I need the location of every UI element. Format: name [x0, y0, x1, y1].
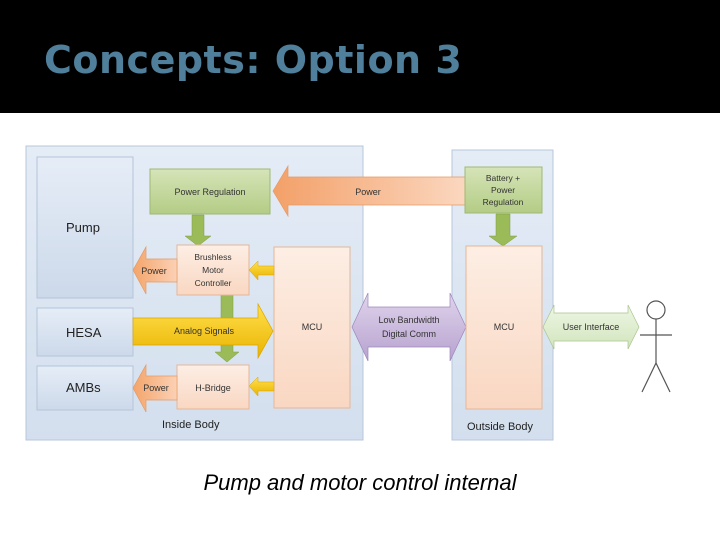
- control-arrow-to-controller: [248, 260, 275, 281]
- mcu-inside-label: MCU: [302, 322, 323, 332]
- power-to-pump-label: Power: [141, 266, 167, 276]
- mcu-outside-block: [465, 245, 543, 410]
- pump-block: [36, 156, 134, 299]
- low-bandwidth-comm-arrow: [351, 292, 467, 362]
- inside-body-label: Inside Body: [162, 419, 220, 431]
- outside-body-label: Outside Body: [467, 421, 534, 433]
- hesa-block: [36, 307, 134, 357]
- analog-signals-label: Analog Signals: [174, 326, 235, 336]
- battery-line-3: Regulation: [483, 197, 524, 207]
- power-regulation-block: [149, 168, 271, 215]
- bmc-line-3: Controller: [195, 278, 232, 288]
- h-bridge-block: [176, 364, 250, 410]
- hesa-label: HESA: [66, 325, 102, 340]
- battery-line-2: Power: [491, 185, 515, 195]
- low-bandwidth-line-2: Digital Comm: [382, 329, 436, 339]
- power-main-label: Power: [355, 187, 381, 197]
- slide-caption: Pump and motor control internal: [203, 470, 517, 495]
- power-down-arrow-to-mcu-outside: [488, 213, 518, 247]
- battery-power-regulation-block: [464, 166, 543, 214]
- ambs-label: AMBs: [66, 380, 101, 395]
- slide-title: Concepts: Option 3: [44, 38, 463, 82]
- user-interface-arrow: [542, 304, 640, 350]
- power-to-ambs-label: Power: [143, 383, 169, 393]
- user-interface-label: User Interface: [563, 322, 620, 332]
- brushless-motor-controller-block: [176, 244, 250, 296]
- analog-signals-arrow: [132, 302, 274, 360]
- power-regulation-label: Power Regulation: [174, 187, 245, 197]
- pump-label: Pump: [66, 220, 100, 235]
- h-bridge-label: H-Bridge: [195, 383, 231, 393]
- control-arrow-to-hbridge: [248, 376, 275, 397]
- power-to-ambs-arrow: [132, 363, 178, 413]
- title-bar: Concepts: Option 3: [0, 0, 720, 113]
- mcu-outside-label: MCU: [494, 322, 515, 332]
- user-figure: [640, 300, 672, 393]
- battery-line-1: Battery +: [486, 173, 520, 183]
- bmc-line-2: Motor: [202, 265, 224, 275]
- power-to-pump-arrow: [132, 245, 178, 295]
- mcu-inside-block: [273, 246, 351, 409]
- power-down-arrow-to-controller: [184, 214, 212, 247]
- bmc-line-1: Brushless: [194, 252, 231, 262]
- low-bandwidth-line-1: Low Bandwidth: [378, 315, 439, 325]
- ambs-block: [36, 365, 134, 411]
